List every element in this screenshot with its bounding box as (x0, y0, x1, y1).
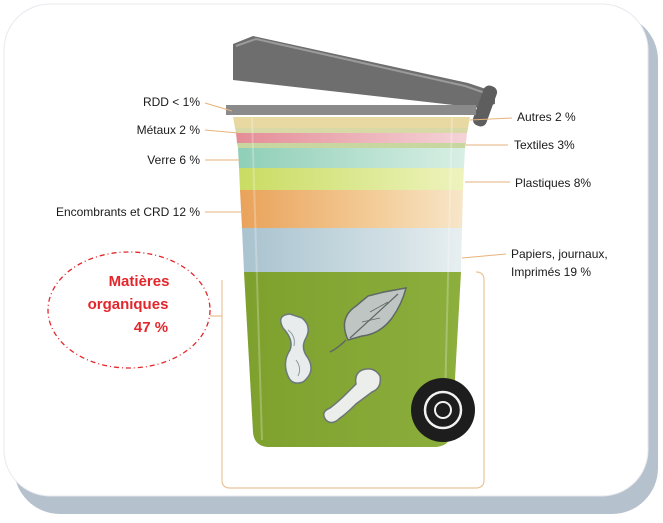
layer-rdd-autres (233, 117, 470, 128)
label-papiers-line2: Imprimés 19 % (511, 265, 592, 279)
layer-encombrants (240, 190, 463, 228)
wheel-icon (411, 378, 475, 442)
layer-autres (235, 128, 468, 133)
layer-verre (238, 148, 465, 168)
layer-plastiques (239, 168, 464, 190)
label-rdd: RDD < 1% (142, 95, 200, 109)
label-encombrants: Encombrants et CRD 12 % (55, 205, 200, 219)
lid-hinge (472, 85, 498, 127)
organic-label-line3: 47 % (133, 319, 169, 336)
label-metaux: Métaux 2 % (136, 123, 200, 137)
organic-outline (221, 271, 485, 489)
organic-label-line2: organiques (87, 296, 169, 313)
label-verre: Verre 6 % (147, 153, 200, 167)
lid-highlight (235, 37, 492, 96)
bin-lid (233, 36, 495, 108)
organic-label-line1: Matières (108, 273, 170, 290)
apple-core-icon (279, 313, 312, 384)
label-papiers-line1: Papiers, journaux, (511, 247, 608, 261)
organic-label: Matières organiques 47 % (48, 270, 208, 339)
label-plastiques: Plastiques 8% (515, 176, 592, 190)
layer-papiers (242, 228, 462, 272)
leaf-icon (329, 287, 408, 353)
label-textiles: Textiles 3% (514, 138, 575, 152)
bin-rim (226, 105, 476, 115)
layer-metaux (236, 133, 467, 143)
layer-organiques (244, 272, 461, 447)
chicken-bone-icon (323, 368, 382, 424)
organic-circle (47, 251, 211, 369)
label-autres: Autres 2 % (517, 110, 576, 124)
layer-textiles (237, 143, 466, 148)
